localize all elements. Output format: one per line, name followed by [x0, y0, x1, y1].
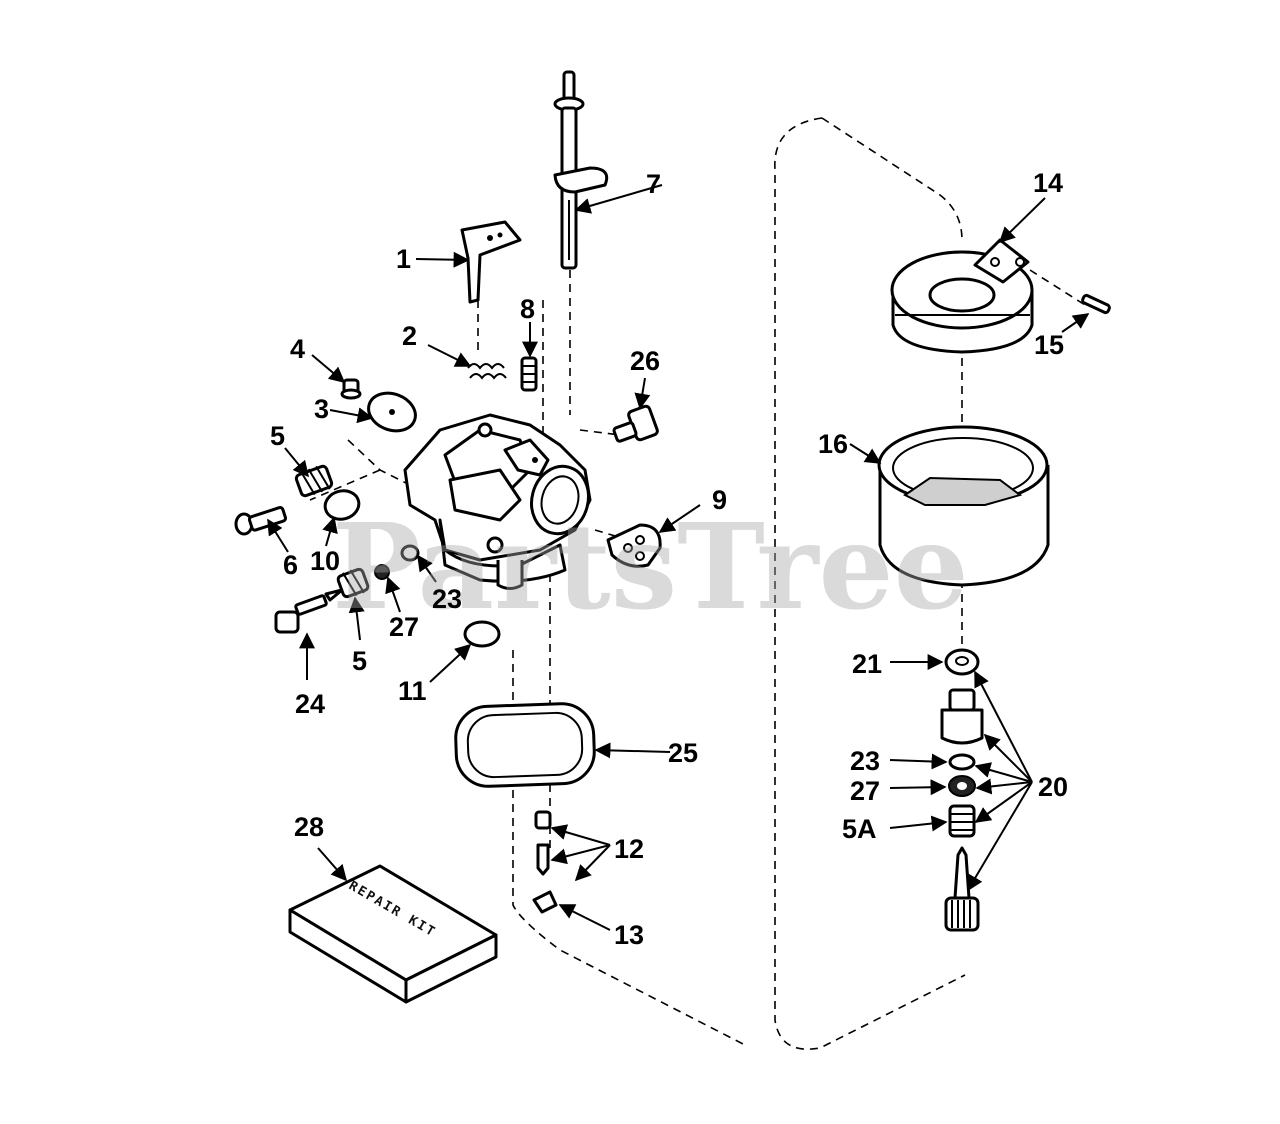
needle-24-part [274, 588, 344, 634]
callout-21: 21 [852, 649, 882, 679]
oring-23-part [400, 544, 420, 562]
callout-5-upper: 5 [270, 421, 285, 451]
callout-24: 24 [295, 689, 325, 719]
spring-part [467, 363, 507, 380]
callout-25: 25 [668, 738, 698, 768]
spring-5A-part [948, 804, 976, 838]
choke-plate-part [367, 391, 417, 433]
washer-21-part [944, 648, 980, 676]
callout-11: 11 [398, 676, 427, 706]
callout-12: 12 [614, 834, 644, 864]
callout-16: 16 [818, 429, 848, 459]
float-14-part [890, 238, 1034, 354]
gasket-9-part [606, 523, 662, 568]
callout-8: 8 [520, 294, 535, 324]
needle-right-part [944, 846, 980, 932]
throttle-shaft-part [553, 70, 609, 270]
bowl-gasket-25-part [454, 702, 596, 788]
callout-5A: 5A [842, 814, 877, 844]
carburetor-body-part [403, 413, 592, 590]
small-spring-part [520, 356, 538, 392]
callout-3: 3 [314, 394, 329, 424]
callout-20: 20 [1038, 772, 1068, 802]
callout-26: 26 [630, 346, 660, 376]
callout-9: 9 [712, 485, 727, 515]
callout-1: 1 [396, 244, 411, 274]
washer-27-part [374, 564, 390, 580]
washer-27-right-part [948, 775, 976, 797]
callout-7: 7 [646, 169, 661, 199]
callout-4: 4 [290, 334, 305, 364]
callout-5-lower: 5 [352, 646, 367, 676]
pin-15-part [1081, 293, 1111, 315]
callouts: 1 2 3 4 5 6 7 8 9 10 11 12 13 14 15 16 2… [270, 168, 1068, 950]
nut-20-part [940, 688, 984, 745]
callout-15: 15 [1034, 330, 1064, 360]
callout-27-left: 27 [389, 612, 419, 642]
callout-28: 28 [294, 812, 324, 842]
callout-2: 2 [402, 321, 417, 351]
callout-6: 6 [283, 550, 298, 580]
screw-6-part [234, 506, 288, 536]
needle-12-part [534, 810, 552, 876]
callout-10: 10 [310, 546, 340, 576]
callout-23-left: 23 [432, 584, 462, 614]
callout-14: 14 [1033, 168, 1063, 198]
fitting-part [612, 404, 659, 443]
plug-10-part [323, 489, 361, 521]
callout-23-right: 23 [850, 746, 880, 776]
repair-kit-part: REPAIR KIT [288, 864, 498, 1004]
screw-part [340, 378, 362, 400]
spring-5-lower-part [336, 567, 370, 599]
throttle-lever-part [460, 220, 522, 304]
watermark: PartsTree [332, 497, 969, 636]
clip-13-part [532, 890, 558, 914]
plug-11-part [463, 620, 501, 648]
callout-13: 13 [614, 920, 644, 950]
leader-lines [267, 184, 1090, 931]
callout-27-right: 27 [850, 776, 880, 806]
float-bowl-16-part [877, 425, 1050, 587]
oring-23-right-part [948, 753, 976, 771]
